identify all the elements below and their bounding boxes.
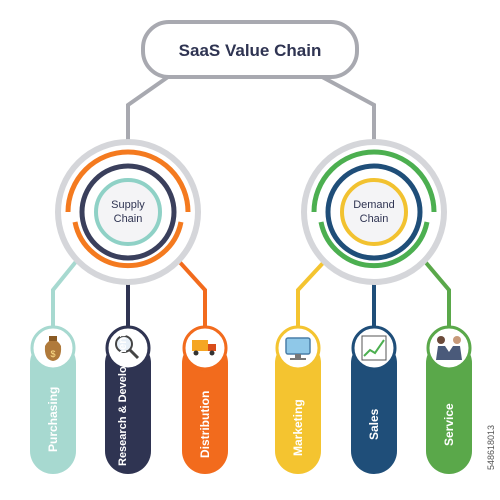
item-label-distribution: Distribution — [198, 391, 212, 458]
pill-marketing: Marketing — [275, 325, 321, 474]
supply-hub-line2: Chain — [114, 213, 143, 225]
supply-hub-line1: Supply — [111, 199, 145, 211]
item-label-sales: Sales — [367, 408, 381, 440]
money-bag-icon: $ — [44, 336, 62, 361]
item-label-research-text: Research & Development — [117, 333, 129, 466]
supply-ring-inner — [94, 178, 162, 246]
watermark-id: 548618013 — [486, 425, 496, 470]
demand-ring-outer — [311, 149, 437, 213]
diagram-title: SaaS Value Chain — [179, 41, 322, 60]
pill-purchasing: $ Purchasing — [30, 325, 76, 474]
growth-chart-icon — [361, 335, 387, 361]
pill-service: Service — [426, 325, 472, 474]
svg-text:$: $ — [50, 349, 55, 359]
pill-sales: Sales — [351, 325, 397, 474]
item-label-purchasing: Purchasing — [46, 387, 60, 452]
demand-hub-line1: Demand — [353, 199, 395, 211]
supply-chain-hub: Supply Chain — [55, 139, 201, 285]
item-label-service: Service — [442, 403, 456, 446]
handshake-icon — [436, 336, 462, 360]
demand-hub-line2: Chain — [360, 213, 389, 225]
pill-research-development: Research & Development — [105, 325, 151, 474]
demand-chain-hub: Demand Chain — [301, 139, 447, 285]
supply-ring-outer — [65, 149, 191, 213]
demand-ring-outer-bottom — [318, 221, 430, 269]
demand-ring-inner — [340, 178, 408, 246]
item-label-marketing: Marketing — [291, 399, 305, 456]
item-label-research: Research & Development — [117, 333, 129, 466]
supply-ring-outer-bottom — [72, 221, 184, 269]
delivery-truck-icon — [192, 340, 216, 356]
magnifier-icon — [115, 335, 140, 360]
pill-distribution: Distribution — [182, 325, 228, 474]
title-box: SaaS Value Chain — [141, 20, 359, 79]
computer-monitor-icon — [285, 337, 311, 360]
